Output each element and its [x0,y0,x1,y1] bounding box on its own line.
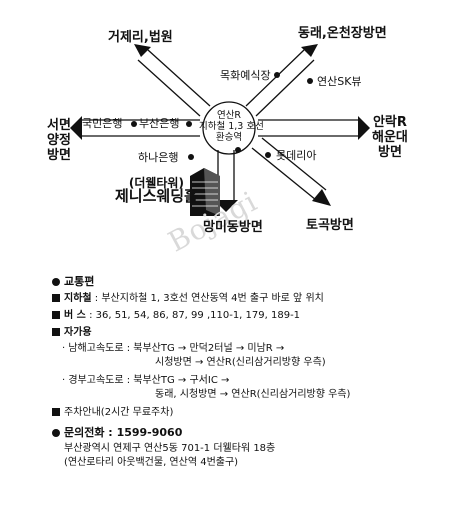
gyeongbu-route-2: 동래, 시청방면 → 연산R(신리삼거리방향 우측) [155,389,351,400]
subway-info: 지하철 : 부산지하철 1, 3호선 연산동역 4번 출구 바로 앞 위치 [52,292,452,306]
bus-info: 버 스 : 36, 51, 54, 86, 87, 99 ,110-1, 179… [52,309,452,323]
landmark-sk-view: 연산SK뷰 [317,75,362,88]
address-line-1: 부산광역시 연제구 연산5동 701-1 더웰타워 18층 [64,443,276,454]
directions-info: 교통편 지하철 : 부산지하철 1, 3호선 연산동역 4번 출구 바로 앞 위… [52,275,452,470]
transport-title: 교통편 [52,275,452,289]
building-icon [190,168,220,216]
landmark-kookmin-bank: 국민은행 [82,117,123,130]
landmark-mokhwa: 목화예식장 [220,69,271,82]
bullet-icon [52,278,60,286]
square-bullet-icon [52,408,60,416]
namhae-route-1: · 남해고속도로 : 북부산TG → 만덕2터널 → 미남R → [62,343,285,354]
landmark-hana-bank: 하나은행 [138,151,179,164]
phone-info: 문의전화 : 1599-9060 [52,426,452,440]
square-bullet-icon [52,328,60,336]
square-bullet-icon [52,294,60,302]
landmark-busan-bank: 부산은행 [139,117,180,130]
car-title: 자가용 [52,326,452,340]
direction-label-southwest: 망미동방면 [203,220,263,235]
direction-label-northeast: 동래,온천장방면 [298,26,387,41]
square-bullet-icon [52,311,60,319]
gyeongbu-route-1: · 경부고속도로 : 북부산TG → 구서IC → [62,375,230,386]
direction-label-southeast: 토곡방면 [306,218,354,233]
direction-label-northwest: 거제리,법원 [108,30,173,45]
bullet-icon [52,429,60,437]
namhae-route-2: 시청방면 → 연산R(신리삼거리방향 우측) [155,357,326,368]
address-line-2: (연산로타리 아웃백건물, 연산역 4번출구) [64,457,239,468]
parking-info: 주차안내(2시간 무료주차) [52,406,452,420]
road-map-graphic [70,44,370,216]
venue-label: (더웰타워) 제니스웨딩홀 [115,176,198,205]
landmark-lotteria: 롯데리아 [276,149,317,162]
